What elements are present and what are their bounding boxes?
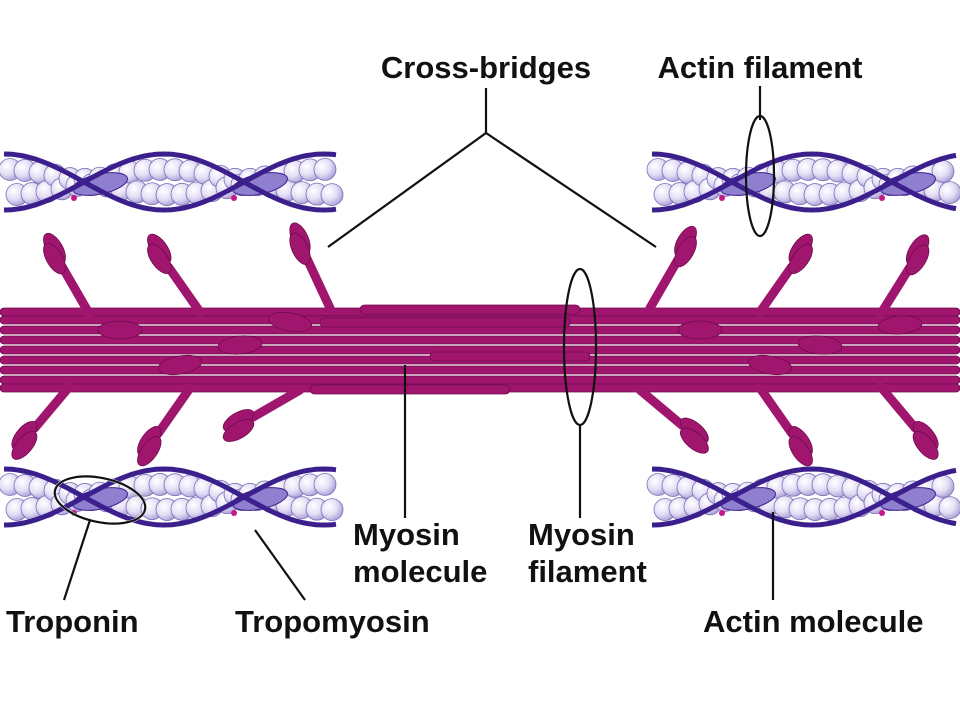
myosin-head-inline bbox=[97, 320, 143, 340]
cross-bridge-neck bbox=[755, 383, 797, 438]
cross-bridge-head bbox=[788, 436, 813, 467]
cross-bridge-head bbox=[137, 436, 162, 467]
myosin-head-inline bbox=[217, 335, 263, 355]
actin-bead bbox=[938, 496, 960, 520]
cross-bridge-head bbox=[43, 242, 66, 275]
troponin-accent bbox=[71, 195, 77, 201]
myosin-molecule-tail bbox=[319, 317, 571, 328]
tropomyosin-strand bbox=[651, 151, 957, 213]
myosin-rod bbox=[0, 365, 960, 375]
troponin-accent bbox=[231, 510, 237, 516]
actin-bead bbox=[313, 158, 337, 181]
myosin-head-inline bbox=[797, 335, 843, 355]
actin-bead bbox=[320, 183, 344, 206]
cross-bridge-neck bbox=[635, 385, 687, 430]
tropomyosin-strand bbox=[651, 466, 957, 528]
myosin-molecule-label-line1: Myosin bbox=[353, 517, 460, 552]
cross-bridges-leader bbox=[327, 131, 657, 248]
cross-bridge-neck bbox=[755, 262, 797, 317]
myosin-head-inline bbox=[677, 320, 723, 340]
troponin-callout-ring bbox=[53, 475, 147, 525]
cross-bridge-head bbox=[289, 232, 311, 265]
tropomyosin-strand bbox=[651, 466, 957, 528]
troponin-accent bbox=[719, 195, 725, 201]
cross-bridge-neck bbox=[163, 262, 205, 317]
cross-bridge-head bbox=[679, 427, 709, 454]
cross-bridge-head bbox=[222, 419, 255, 442]
tropomyosin-strand bbox=[651, 151, 957, 213]
actin-filament-top-right bbox=[646, 151, 960, 213]
actin-filament-bottom-left bbox=[0, 466, 344, 528]
cross-bridge-head bbox=[912, 430, 939, 460]
myosin-filament-label-line2: filament bbox=[528, 554, 647, 589]
myosin-molecule-tail bbox=[429, 351, 591, 362]
tropomyosin-strand bbox=[3, 466, 337, 528]
myosin-filament bbox=[0, 222, 960, 467]
myosin-molecule-label-line2: molecule bbox=[353, 554, 487, 589]
cross-bridge-head bbox=[788, 243, 813, 274]
cross-bridge-neck bbox=[302, 253, 335, 313]
myosin-head-inline bbox=[157, 354, 203, 376]
cross-bridge-head bbox=[905, 244, 930, 276]
actin-filament-label: Actin filament bbox=[658, 50, 863, 85]
troponin-accent bbox=[231, 195, 237, 201]
actin-bead bbox=[938, 181, 960, 205]
cross-bridge-neck bbox=[247, 385, 305, 422]
cross-bridge-neck bbox=[58, 262, 95, 320]
actin-molecule-label: Actin molecule bbox=[703, 604, 924, 639]
cross-bridges-label: Cross-bridges bbox=[381, 50, 591, 85]
troponin-accent bbox=[719, 510, 725, 516]
myosin-head-inline bbox=[747, 354, 793, 376]
actin-filament-bottom-right bbox=[646, 466, 960, 528]
myosin-head-inline bbox=[877, 315, 923, 335]
actin-bead bbox=[313, 473, 337, 496]
troponin-leader bbox=[62, 519, 92, 601]
troponin-accent bbox=[879, 510, 885, 516]
cross-bridge-head bbox=[11, 430, 38, 460]
tropomyosin-strand bbox=[3, 151, 337, 213]
cross-bridge-neck bbox=[875, 263, 914, 320]
myosin-head-inline bbox=[267, 311, 313, 333]
leader-lines bbox=[53, 86, 776, 601]
actin-bead bbox=[320, 498, 344, 521]
cross-bridge-neck bbox=[645, 255, 682, 313]
tropomyosin-strand bbox=[3, 151, 337, 213]
myosin-filament-label-line1: Myosin bbox=[528, 517, 635, 552]
cross-bridge-head bbox=[147, 243, 172, 274]
tropomyosin-label: Tropomyosin bbox=[235, 604, 430, 639]
actin-filament-callout-ring bbox=[744, 114, 776, 238]
myosin-rod bbox=[0, 375, 960, 385]
cross-bridge-neck bbox=[30, 381, 75, 433]
cross-bridge-head bbox=[674, 235, 697, 268]
actin-filament-top-left bbox=[0, 151, 344, 213]
myosin-molecule-tail bbox=[359, 304, 581, 315]
tropomyosin-leader bbox=[254, 529, 306, 601]
myosin-molecule-tail bbox=[309, 384, 511, 395]
cross-bridge-neck bbox=[875, 381, 920, 433]
troponin-label: Troponin bbox=[6, 604, 139, 639]
cross-bridge-neck bbox=[153, 383, 195, 438]
troponin-accent bbox=[879, 195, 885, 201]
